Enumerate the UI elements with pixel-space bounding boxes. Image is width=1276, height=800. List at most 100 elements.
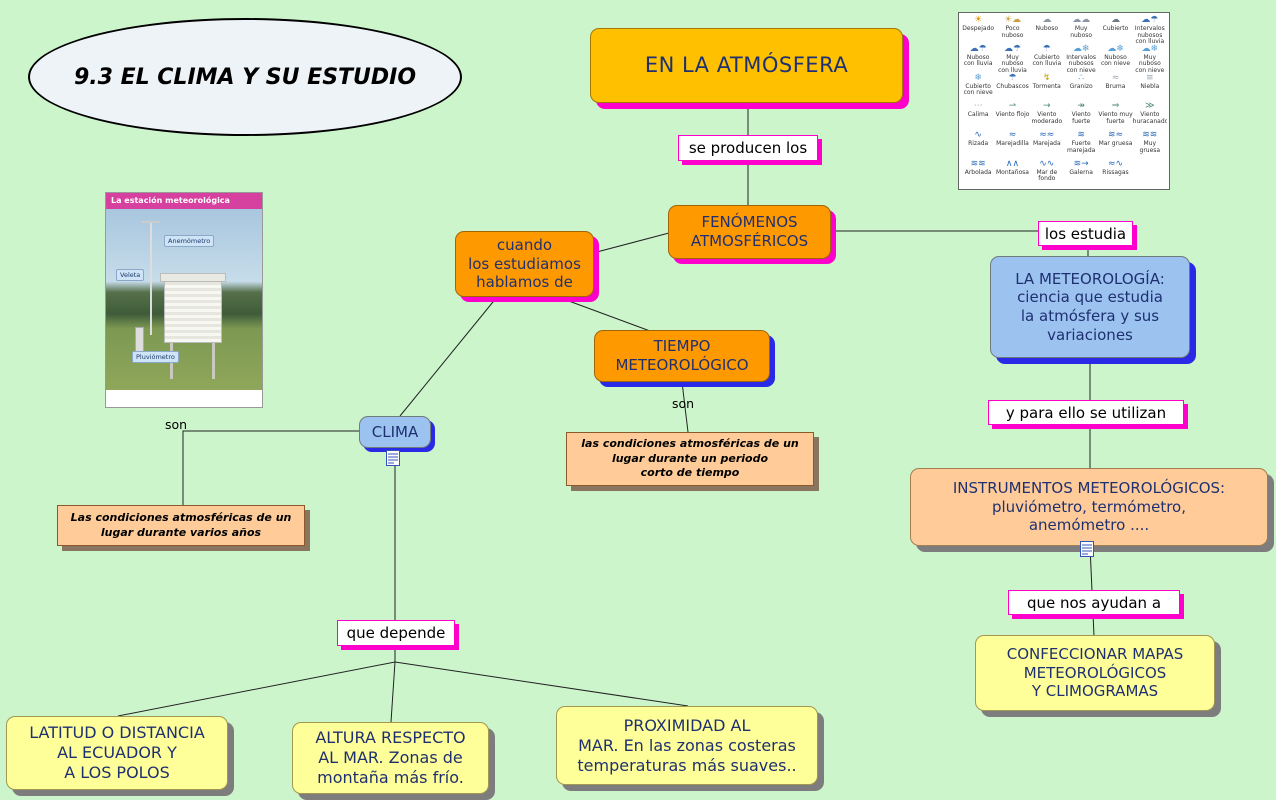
weather-symbol-label: Cubierto: [1102, 25, 1129, 32]
weather-symbol-cell: ☀☁Poco nuboso: [995, 15, 1029, 44]
instrument-shelter: [164, 281, 222, 343]
link-y-para-ello-se-utilizan[interactable]: y para ello se utilizan: [988, 400, 1184, 425]
node-en-la-atmosfera[interactable]: EN LA ATMÓSFERA: [590, 28, 903, 103]
link-se-producen-los[interactable]: se producen los: [678, 135, 818, 161]
weather-symbol-cell: ❄Cubierto con nieve: [961, 73, 995, 102]
weather-symbol-label: Calima: [967, 111, 989, 119]
weather-symbol-cell: ☁☂Intervalos nubosos con lluvia: [1133, 15, 1167, 44]
weather-symbol-icon: ☁☁: [1072, 15, 1091, 25]
weather-symbol-label: Granizo: [1069, 82, 1093, 90]
weather-symbol-cell: ↯Tormenta: [1030, 73, 1064, 102]
weather-symbol-icon: ⇒: [1111, 101, 1120, 112]
weather-symbol-cell: ≋→Galerna: [1064, 159, 1098, 188]
weather-symbol-icon: ☂: [1042, 43, 1051, 54]
node-instrumentos-meteorologicos[interactable]: INSTRUMENTOS METEOROLÓGICOS: pluviómetro…: [910, 468, 1268, 546]
weather-symbol-icon: ∴: [1078, 72, 1085, 83]
definition-tiempo[interactable]: las condiciones atmosféricas de un lugar…: [566, 432, 814, 486]
node-proximidad[interactable]: PROXIMIDAD AL MAR. En las zonas costeras…: [556, 706, 818, 785]
node-fenomenos-atmosfericos[interactable]: FENÓMENOS ATMOSFÉRICOS: [668, 205, 831, 259]
clima-resource-icon[interactable]: [386, 450, 400, 466]
node-cuando-los-estudiamos[interactable]: cuando los estudiamos hablamos de: [455, 231, 594, 297]
weather-symbol-cell: ☁☁Muy nuboso: [1064, 15, 1098, 44]
weather-symbols-grid: ☀Despejado☀☁Poco nuboso ☁ Nuboso ☁☁Muy nubo…: [961, 15, 1167, 187]
weather-symbol-icon: ↠: [1077, 101, 1085, 112]
weather-symbol-icon: ☁❄: [1107, 43, 1124, 54]
map-title-ellipse[interactable]: 9.3 EL CLIMA Y SU ESTUDIO: [28, 18, 462, 136]
weather-symbol-icon: ≋≋: [970, 158, 986, 169]
connector-cuando-fenomenos: [592, 232, 670, 254]
weather-symbol-label: Montañosa: [996, 168, 1029, 176]
weather-symbol-label: Viento flojo: [995, 111, 1030, 119]
link-son-clima[interactable]: son: [165, 417, 188, 432]
link-son-tiempo[interactable]: son: [672, 396, 695, 411]
weather-symbol-cell: ⇒Viento muy fuerte: [1098, 101, 1132, 130]
node-confeccionar-mapas[interactable]: CONFECCIONAR MAPAS METEOROLÓGICOS Y CLIM…: [975, 635, 1215, 711]
weather-symbol-label: Viento muy fuerte: [1098, 111, 1133, 125]
weather-symbol-cell: ☁❄Nuboso con nieve: [1098, 44, 1132, 73]
weather-symbol-cell: ≡Niebla: [1133, 73, 1167, 102]
weather-symbol-label: Chubascos: [996, 82, 1029, 90]
weather-symbol-cell: ∧∧Montañosa: [995, 159, 1029, 188]
weather-symbol-label: Viento huracanado: [1132, 111, 1167, 125]
node-clima[interactable]: CLIMA: [359, 416, 431, 448]
weather-symbol-label: Muy gruesa: [1139, 140, 1161, 154]
weather-symbol-icon: ☁: [1110, 15, 1120, 25]
weather-symbol-cell: ☀Despejado: [961, 15, 995, 44]
station-image-margin: [106, 390, 262, 407]
weather-symbol-icon: →: [1043, 101, 1051, 112]
weather-symbol-cell: ≈∿Rissagas: [1098, 159, 1132, 188]
weather-symbols-chart[interactable]: ☀Despejado☀☁Poco nuboso ☁ Nuboso ☁☁Muy nubo…: [958, 12, 1170, 190]
weather-symbol-icon: ≡: [1146, 72, 1154, 83]
node-la-meteorologia[interactable]: LA METEOROLOGÍA: ciencia que estudia la …: [990, 256, 1190, 358]
connector-depende-latitud: [117, 661, 396, 717]
weather-symbol-icon: ≈: [1111, 72, 1120, 83]
instrumentos-resource-icon[interactable]: [1080, 541, 1094, 557]
weather-symbol-cell: ≋Fuerte marejada: [1064, 130, 1098, 159]
link-que-nos-ayudan-a[interactable]: que nos ayudan a: [1008, 590, 1180, 615]
weather-symbol-icon: ⋯: [973, 101, 983, 112]
weather-symbol-icon: ≋≈: [1107, 130, 1124, 141]
weather-symbol-cell: ↠Viento fuerte: [1064, 101, 1098, 130]
weather-symbol-icon: ↯: [1043, 72, 1051, 83]
node-altura[interactable]: ALTURA RESPECTO AL MAR. Zonas de montaña…: [292, 722, 489, 794]
weather-symbol-icon: ∿: [974, 130, 982, 141]
weather-symbol-cell: ∿Rizada: [961, 130, 995, 159]
map-title: 9.3 EL CLIMA Y SU ESTUDIO: [73, 64, 417, 90]
weather-symbol-label: Nuboso: [1035, 25, 1059, 32]
weather-symbol-cell: ⇀Viento flojo: [995, 101, 1030, 130]
weather-symbol-cell: ∴Granizo: [1064, 73, 1098, 102]
weather-symbol-cell: ≈Bruma: [1098, 73, 1132, 102]
weather-symbol-icon: ≋: [1077, 130, 1085, 141]
weather-symbol-icon: ❄: [974, 72, 982, 83]
weather-symbol-cell: ☁Cubierto: [1098, 15, 1132, 44]
weather-symbol-label: Mar gruesa: [1098, 140, 1133, 148]
node-latitud[interactable]: LATITUD O DISTANCIA AL ECUADOR Y A LOS P…: [6, 716, 228, 790]
weather-symbol-cell: ☁☂Nuboso con lluvia: [961, 44, 995, 73]
weather-symbol-cell: ☁☂Muy nuboso con lluvia: [995, 44, 1029, 73]
link-que-depende[interactable]: que depende: [337, 620, 455, 646]
weather-symbol-label: Despejado: [962, 25, 995, 32]
weather-symbol-label: Fuerte marejada: [1066, 140, 1096, 154]
weather-symbol-cell: ≋≋Muy gruesa: [1133, 130, 1167, 159]
weather-symbol-label: Galerna: [1069, 168, 1093, 176]
weather-station-image[interactable]: La estación meteorológica Anemómetro Vel…: [105, 192, 263, 408]
label-veleta: Veleta: [116, 269, 145, 281]
weather-symbol-label: Cubierto con nieve: [963, 82, 993, 97]
weather-symbol-label: Bruma: [1105, 82, 1126, 90]
weather-symbol-icon: ☁☂: [1003, 43, 1022, 54]
connector-cuando-tiempo: [557, 296, 651, 332]
weather-symbol-icon: ∧∧: [1005, 158, 1020, 169]
weather-symbol-label: Rissagas: [1102, 168, 1129, 176]
weather-symbol-cell: ≋≈Mar gruesa: [1098, 130, 1133, 159]
weather-symbol-label: Niebla: [1140, 82, 1160, 90]
station-image-title: La estación meteorológica: [106, 193, 262, 209]
node-tiempo-meteorologico[interactable]: TIEMPO METEOROLÓGICO: [594, 330, 770, 382]
link-los-estudia[interactable]: los estudia: [1038, 221, 1133, 246]
weather-symbol-icon: ☁❄: [1141, 43, 1159, 54]
weather-symbol-cell: ☂Chubascos: [995, 73, 1029, 102]
definition-clima[interactable]: Las condiciones atmosféricas de un lugar…: [57, 505, 305, 546]
weather-symbol-icon: ☁☂: [969, 43, 987, 54]
weather-symbol-label: Poco nuboso: [1001, 25, 1024, 39]
weather-symbol-cell: ☁❄Muy nuboso con nieve: [1133, 44, 1167, 73]
